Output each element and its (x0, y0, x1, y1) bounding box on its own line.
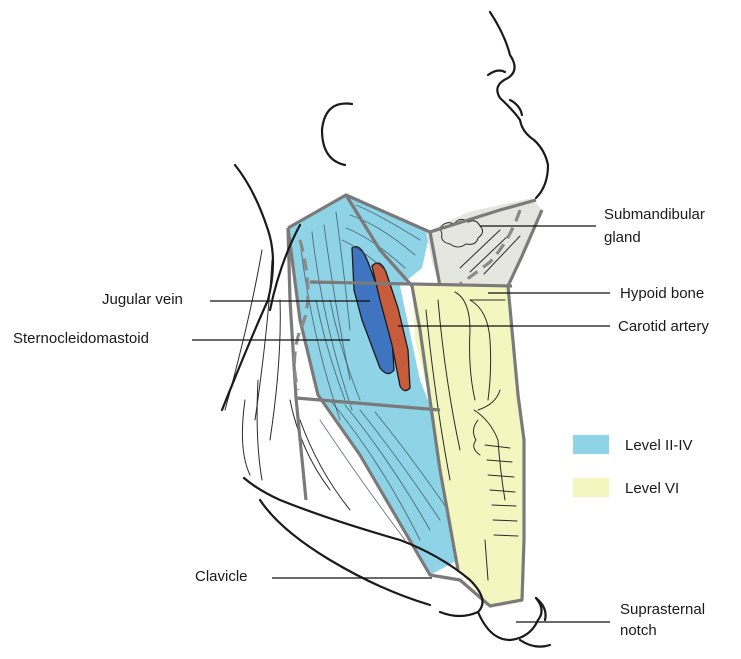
legend: Level II-IV Level VI (573, 435, 693, 497)
clavicle-label: Clavicle (195, 568, 248, 585)
legend-label-level-vi: Level VI (625, 480, 679, 497)
carotid-artery-label: Carotid artery (618, 318, 709, 335)
submandibular-label-line2: gland (604, 229, 641, 246)
jugular-vein-label: Jugular vein (102, 291, 183, 308)
hypoid-bone-label: Hypoid bone (620, 285, 704, 302)
suprasternal-label-line1: Suprasternal (620, 601, 705, 618)
legend-swatch-level-ii-iv (573, 435, 609, 454)
legend-label-level-ii-iv: Level II-IV (625, 437, 693, 454)
legend-swatch-level-vi (573, 478, 609, 497)
submandibular-region (426, 198, 542, 286)
submandibular-label-line1: Submandibular (604, 206, 705, 223)
sternocleidomastoid-label: Sternocleidomastoid (13, 330, 149, 347)
suprasternal-label-line2: notch (620, 622, 657, 639)
